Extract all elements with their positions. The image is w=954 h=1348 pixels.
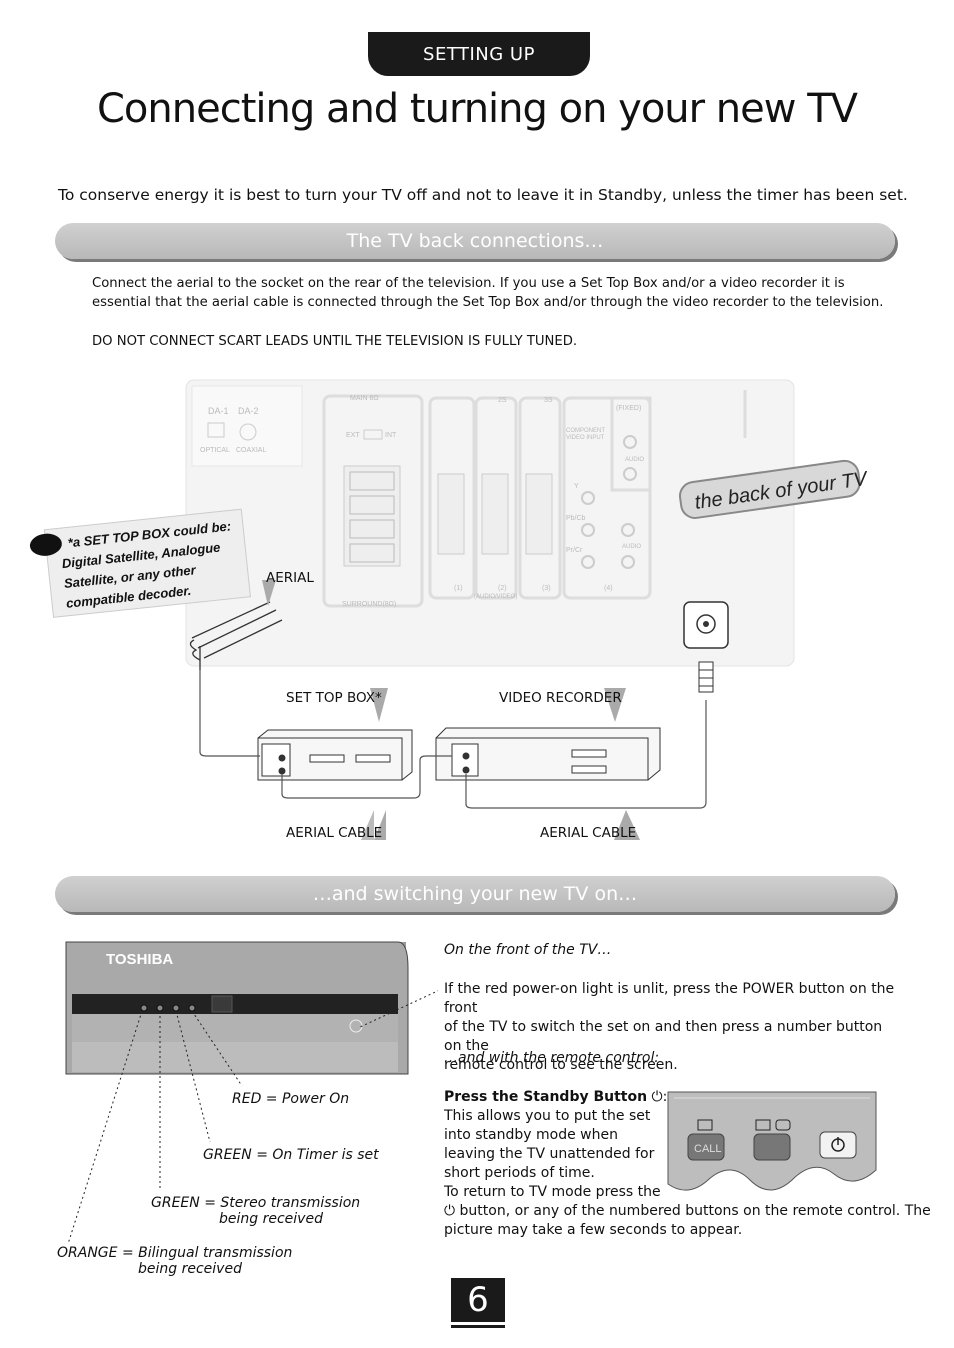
aerial-label: AERIAL bbox=[266, 570, 314, 586]
video-recorder-label: VIDEO RECORDER bbox=[499, 690, 622, 706]
standby-instructions: Press the Standby Button ⏻: This allows … bbox=[444, 1089, 931, 1238]
standby-line-7: picture may take a few seconds to appear… bbox=[444, 1222, 743, 1238]
instructions-line-1: Connect the aerial to the socket on the … bbox=[92, 276, 845, 291]
front-line-3: remote control to see the screen. bbox=[444, 1057, 678, 1073]
av2-label: (2) bbox=[498, 585, 507, 592]
pb-label: Pb/Cb bbox=[566, 515, 586, 522]
main-speaker-label: MAIN 8Ω bbox=[350, 395, 379, 402]
av3-label: (3) bbox=[542, 585, 551, 592]
optical-label: OPTICAL bbox=[200, 447, 230, 454]
video-recorder bbox=[435, 727, 661, 781]
remote-control-image: CALL bbox=[667, 1091, 877, 1191]
tv-front-diagram: TOSHIBA bbox=[65, 941, 438, 1245]
da1-label: DA-1 bbox=[208, 406, 229, 416]
s3-label: 3S bbox=[544, 397, 553, 404]
coaxial-socket bbox=[239, 423, 257, 441]
int-label: INT bbox=[385, 432, 397, 439]
page-number-underline bbox=[451, 1325, 505, 1328]
switching-on-heading: …and switching your new TV on… bbox=[312, 883, 638, 905]
s2-label: 2S bbox=[498, 397, 507, 404]
front-line-2: of the TV to switch the set on and then … bbox=[444, 1019, 883, 1054]
optical-socket bbox=[207, 422, 225, 438]
audio-label-1: AUDIO bbox=[625, 457, 644, 463]
scart-warning: DO NOT CONNECT SCART LEADS UNTIL THE TEL… bbox=[92, 334, 578, 349]
back-connections-banner: The TV back connections… bbox=[55, 223, 895, 259]
video-input-label: VIDEO INPUT bbox=[566, 435, 605, 441]
front-line-1: If the red power-on light is unlit, pres… bbox=[444, 981, 895, 1016]
led-green-stereo-line-1: GREEN = Stereo transmission bbox=[151, 1195, 361, 1211]
ext-label: EXT bbox=[346, 432, 360, 439]
da2-label: DA-2 bbox=[238, 406, 259, 416]
section-tab-label: SETTING UP bbox=[423, 43, 535, 65]
led-orange-line-2: being received bbox=[138, 1261, 242, 1277]
standby-icon-inline: ⏻ bbox=[444, 1203, 456, 1219]
fixed-label: (FIXED) bbox=[616, 405, 641, 412]
tv-back-tag bbox=[679, 459, 861, 519]
audio-label-2: AUDIO bbox=[622, 544, 641, 550]
back-connections-diagram: DA-1 DA-2 OPTICAL COAXIAL MAIN 8Ω EXT IN… bbox=[29, 379, 870, 840]
standby-line-1: This allows you to put the set bbox=[444, 1108, 651, 1124]
pointing-hand-icon bbox=[29, 533, 62, 556]
set-top-box-note bbox=[43, 508, 251, 618]
audio-video-label: (AUDIO/VIDEO) bbox=[474, 594, 517, 600]
standby-line-6: button, or any of the numbered buttons o… bbox=[459, 1203, 931, 1219]
tv-brand-logo: TOSHIBA bbox=[106, 951, 173, 968]
standby-icon: ⏻ bbox=[651, 1089, 663, 1105]
instructions-line-2: essential that the aerial cable is conne… bbox=[92, 295, 884, 310]
connection-instructions: Connect the aerial to the socket on the … bbox=[92, 274, 883, 312]
aerial-cable-label-1: AERIAL CABLE bbox=[286, 825, 383, 841]
section-tab: SETTING UP bbox=[368, 32, 590, 76]
call-button-label: CALL bbox=[694, 1143, 722, 1155]
led-green-timer bbox=[172, 1004, 180, 1012]
led-orange-label: ORANGE = Bilingual transmission being re… bbox=[57, 1245, 292, 1277]
pr-label: Pr/Cr bbox=[566, 547, 583, 554]
y-label: Y bbox=[574, 483, 579, 490]
led-orange bbox=[140, 1004, 148, 1012]
av4-label: (4) bbox=[604, 585, 613, 592]
ext-int-switch bbox=[363, 429, 383, 440]
led-red bbox=[188, 1004, 196, 1012]
aerial-cable-label-2: AERIAL CABLE bbox=[540, 825, 637, 841]
standby-line-5: To return to TV mode press the bbox=[444, 1184, 661, 1200]
remote-caption: …and with the remote control: bbox=[444, 1050, 660, 1066]
led-green-timer-label: GREEN = On Timer is set bbox=[203, 1147, 379, 1163]
set-top-box-label: SET TOP BOX* bbox=[286, 690, 382, 706]
component-label: COMPONENT bbox=[566, 428, 605, 434]
intro-text: To conserve energy it is best to turn yo… bbox=[58, 186, 908, 204]
led-red-label: RED = Power On bbox=[232, 1091, 350, 1107]
led-orange-line-1: ORANGE = Bilingual transmission bbox=[57, 1245, 293, 1261]
surround-label: SURROUND(8Ω) bbox=[342, 601, 396, 608]
page-title: Connecting and turning on your new TV bbox=[96, 86, 858, 132]
back-connections-heading: The TV back connections… bbox=[346, 230, 604, 252]
standby-line-4: short periods of time. bbox=[444, 1165, 595, 1181]
standby-line-3: leaving the TV unattended for bbox=[444, 1146, 655, 1162]
coaxial-label: COAXIAL bbox=[236, 447, 266, 454]
front-caption: On the front of the TV… bbox=[444, 942, 612, 958]
set-top-box bbox=[257, 729, 413, 781]
front-instructions: If the red power-on light is unlit, pres… bbox=[444, 980, 904, 1075]
standby-line-2: into standby mode when bbox=[444, 1127, 618, 1143]
switching-on-banner: …and switching your new TV on… bbox=[55, 876, 895, 912]
standby-heading: Press the Standby Button bbox=[444, 1089, 648, 1105]
led-green-stereo bbox=[156, 1004, 164, 1012]
led-green-stereo-label: GREEN = Stereo transmission being receiv… bbox=[151, 1195, 360, 1227]
av1-label: (1) bbox=[454, 585, 463, 592]
aerial-antenna bbox=[189, 601, 283, 670]
page-number: 6 bbox=[451, 1278, 505, 1322]
led-green-stereo-line-2: being received bbox=[219, 1211, 323, 1227]
